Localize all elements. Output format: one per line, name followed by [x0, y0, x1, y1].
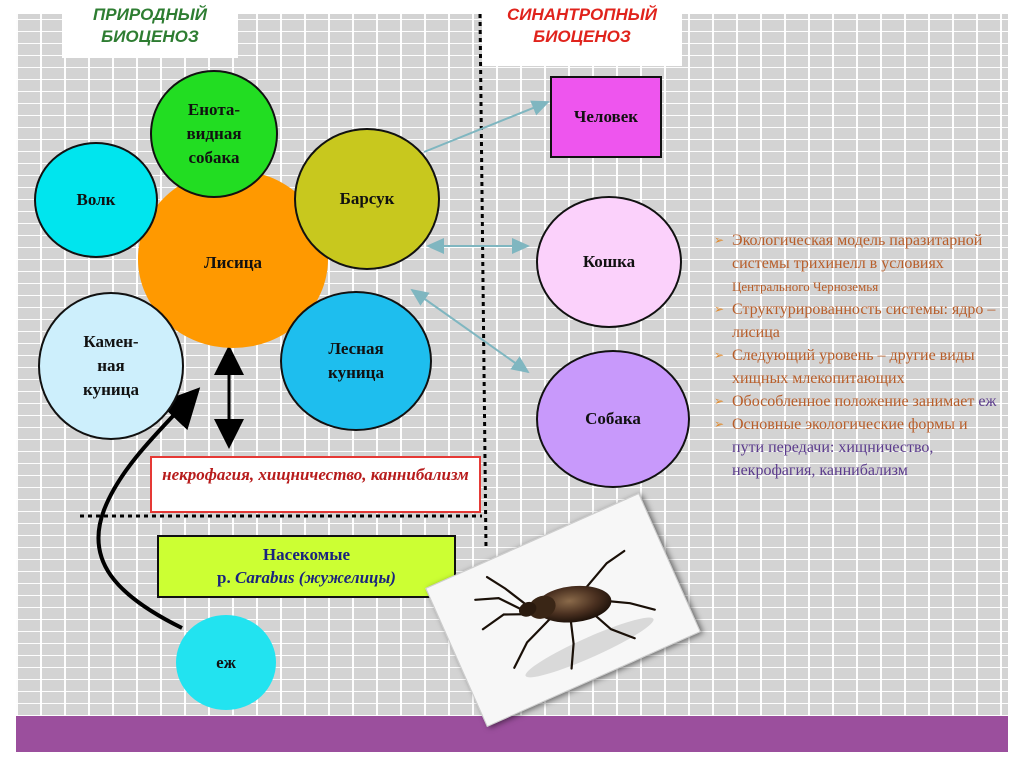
insects-box: Насекомые р. Carabus (жужелицы)	[157, 535, 456, 598]
bottom-bar	[16, 716, 1008, 752]
insects-line1: Насекомые	[262, 545, 351, 564]
bullet-arrow-icon: ➢	[714, 417, 725, 431]
note-item: ➢Экологическая модель паразитарной систе…	[714, 229, 998, 298]
bullet-arrow-icon: ➢	[714, 348, 725, 362]
dog-circle: Собака	[536, 350, 690, 488]
pine-marten-label: Лесная куница	[328, 339, 384, 382]
badger-label: Барсук	[339, 189, 395, 208]
fox-label: Лисица	[203, 253, 263, 272]
natural-biocenosis-label: ПРИРОДНЫЙ БИОЦЕНОЗ	[62, 0, 238, 58]
beetle-icon	[474, 549, 656, 678]
notes-list: ➢Экологическая модель паразитарной систе…	[714, 229, 998, 482]
hedgehog-label: еж	[216, 652, 236, 672]
cat-circle: Кошка	[536, 196, 682, 328]
relations-box: некрофагия, хищничество, каннибализм	[150, 456, 481, 513]
dog-label: Собака	[585, 409, 641, 428]
beetle-photo	[425, 492, 701, 728]
insects-prefix: р.	[217, 568, 236, 587]
insects-line2: р. Carabus (жужелицы)	[167, 566, 446, 589]
raccoon-dog-circle: Енота- видная собака	[150, 70, 278, 198]
note-item: ➢Обособленное положение занимает еж	[714, 390, 998, 413]
stone-marten-circle: Камен- ная куница	[38, 292, 184, 440]
synanthropic-biocenosis-label: СИНАНТРОПНЫЙ БИОЦЕНОЗ	[482, 0, 682, 66]
human-label: Человек	[573, 107, 639, 126]
pine-marten-circle: Лесная куница	[280, 291, 432, 431]
insects-genus: Carabus	[235, 568, 295, 587]
human-box: Человек	[550, 76, 662, 158]
wolf-label: Волк	[76, 190, 116, 209]
bullet-arrow-icon: ➢	[714, 302, 725, 316]
note-item: ➢ Следующий уровень – другие виды хищных…	[714, 344, 998, 390]
raccoon-dog-label: Енота- видная собака	[186, 100, 242, 167]
note-item: ➢Основные экологические формы и пути пер…	[714, 413, 998, 482]
wolf-circle: Волк	[34, 142, 158, 258]
insects-common: (жужелицы)	[294, 568, 396, 587]
hedgehog-circle: еж	[176, 615, 276, 710]
bullet-arrow-icon: ➢	[714, 233, 725, 247]
badger-circle: Барсук	[294, 128, 440, 270]
cat-label: Кошка	[582, 252, 636, 271]
relations-text: некрофагия, хищничество, каннибализм	[162, 465, 469, 484]
stone-marten-label: Камен- ная куница	[83, 332, 139, 399]
bullet-arrow-icon: ➢	[714, 394, 725, 408]
note-item: ➢Структурированность системы: ядро – лис…	[714, 298, 998, 344]
